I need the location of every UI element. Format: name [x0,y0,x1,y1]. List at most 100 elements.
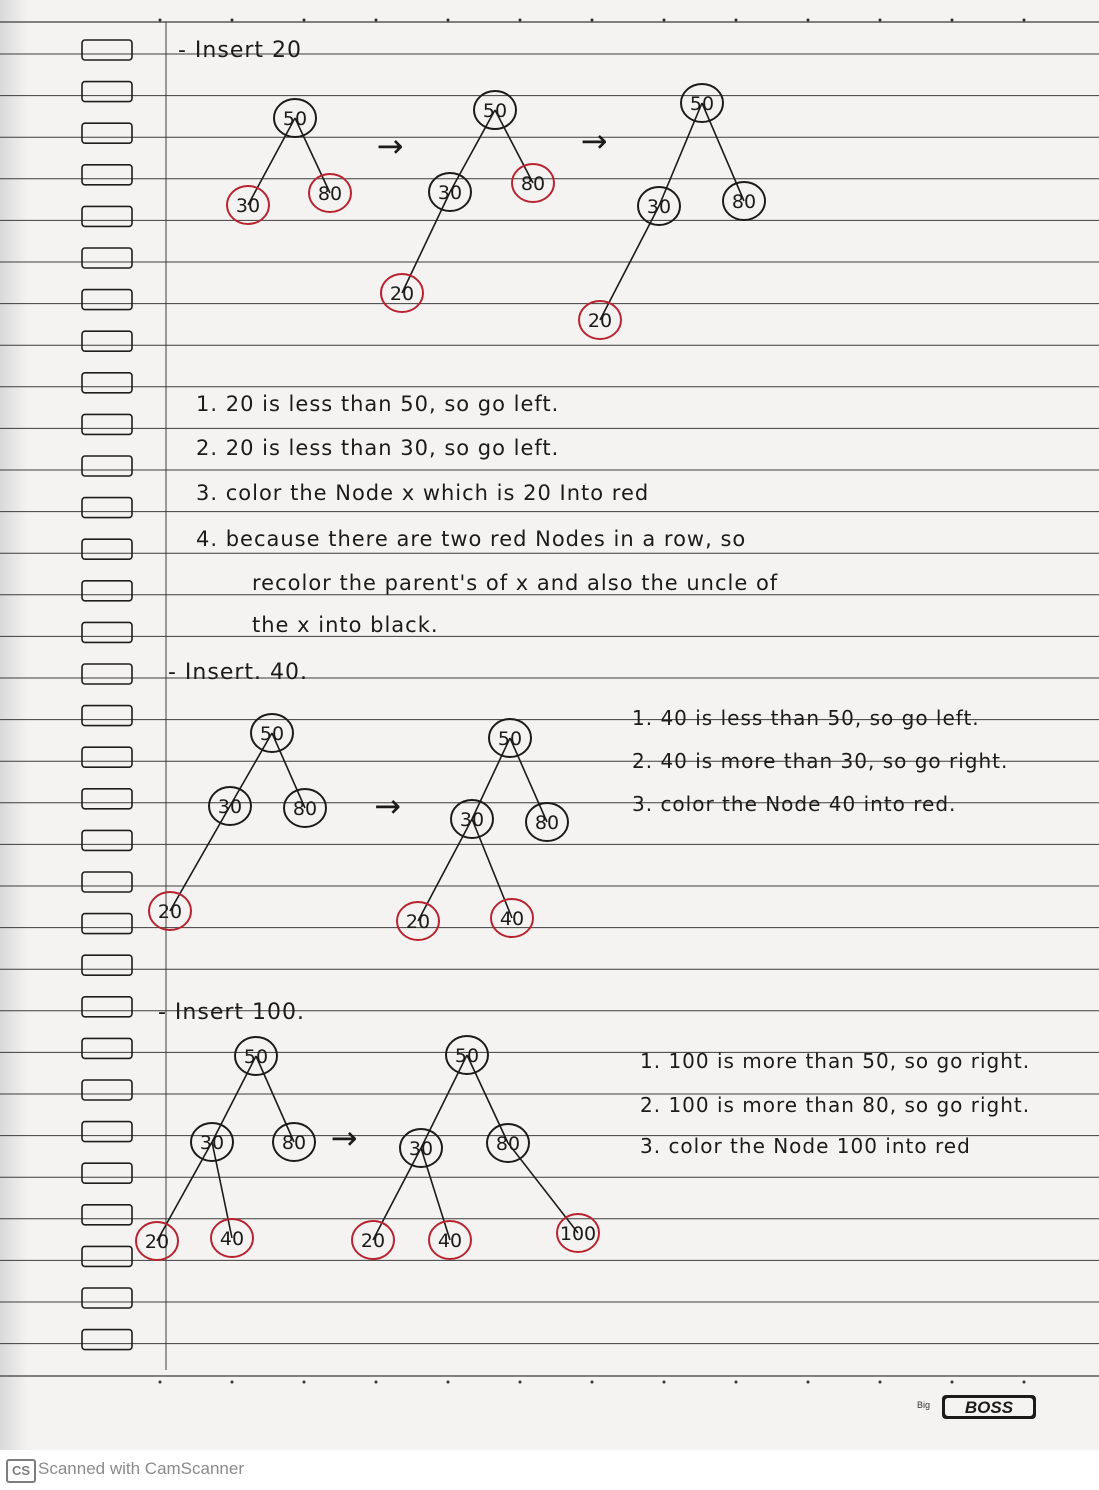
ruling-dot [950,18,954,22]
s3t2-node-50-circle [445,1035,489,1075]
tree-edge [701,102,745,202]
tree-edge [449,109,496,193]
ruling-dot [662,18,666,22]
ruling-dot [518,18,522,22]
margin-box [81,1079,133,1101]
s3t2-node-50-label: 50 [455,1045,479,1067]
s2t1-node-20-circle [148,891,192,931]
ruling-dot [1022,1380,1026,1384]
s3t2-node-40-label: 40 [438,1230,462,1252]
ruling-dot [374,1380,378,1384]
s3t2-node-20-circle [351,1220,395,1260]
margin-box [81,496,133,519]
insert-20-title: - Insert 20 [178,38,303,63]
logo-prefix: Big [917,1400,931,1410]
margin-box [81,746,133,769]
s2t2-node-30-circle [450,799,494,839]
s1t2-node-50-label: 50 [483,100,507,122]
s3t2-node-80-circle [486,1123,530,1163]
s1t2-node-80-circle [511,163,555,203]
s2t2-node-30-label: 30 [460,809,484,831]
margin-box [81,247,133,269]
ruling-dot [662,1380,666,1384]
s3t2-node-20-label: 20 [361,1230,385,1252]
s2t2-node-20-circle [396,901,440,941]
margin-box [81,663,133,685]
s1t2-node-30-label: 30 [438,182,462,204]
margin-box [81,995,133,1018]
s3t1-node-80-label: 80 [282,1132,306,1154]
tree-edge [471,737,511,820]
s3-arrow-1: → [331,1119,358,1157]
tree-edge [509,737,548,823]
tree-edge [401,191,451,294]
s1t1-node-80-circle [308,173,352,213]
s1t3-node-80-circle [722,181,766,221]
ruling-dot [1022,18,1026,22]
s2t2-node-50-circle [488,718,532,758]
ruling-dot [878,18,882,22]
tree-edge [599,205,660,321]
s2t2-node-40-label: 40 [500,908,524,930]
tree-edge [507,1142,579,1234]
ruling-dot [518,1380,522,1384]
s1t1-node-50-circle [273,98,317,138]
s2t2-node-40-circle [490,898,534,938]
margin-box [81,1120,133,1143]
s3t2-node-30-label: 30 [409,1138,433,1160]
s2t1-node-30-label: 30 [218,796,242,818]
s2t2-node-20-label: 20 [406,911,430,933]
insert-40-step-1: 1. 40 is less than 50, so go left. [632,706,980,730]
s1t2-node-20-label: 20 [390,283,414,305]
s2t1-node-80-label: 80 [293,798,317,820]
ruling-dot [302,18,306,22]
s1t3-node-50-label: 50 [690,93,714,115]
insert-20-step-4-cont-1: recolor the parent's of x and also the u… [252,571,779,595]
ruling-dot [446,18,450,22]
insert-40-title: - Insert. 40. [168,660,309,685]
s1t1-node-30-circle [226,185,270,225]
s1t3-node-30-label: 30 [647,196,671,218]
margin-box [81,205,133,228]
tree-edge [271,732,306,809]
scanner-credit: Scanned with CamScanner [38,1459,245,1478]
insert-40-step-2: 2. 40 is more than 30, so go right. [632,749,1009,773]
s3t1-node-50-circle [234,1036,278,1076]
tree-edge [169,805,231,912]
s1t2-node-80-label: 80 [521,173,545,195]
tree-edge [471,818,513,919]
margin-box [81,1328,133,1351]
s3t2-node-100-label: 100 [560,1223,596,1245]
s3t2-node-100-circle [556,1213,600,1253]
ruling-dot [878,1380,882,1384]
margin-box [81,80,133,103]
s1t3-node-80-label: 80 [732,191,756,213]
insert-20-step-3: 3. color the Node x which is 20 Into red [196,481,650,505]
s3t1-node-50-label: 50 [244,1046,268,1068]
s2t1-node-30-circle [208,786,252,826]
margin-box [81,579,133,602]
margin-box [81,1245,133,1268]
margin-box [81,829,133,852]
tree-edge [247,117,296,206]
tree-edge [494,109,534,184]
tree-edge [417,818,473,922]
notebook-page [0,0,1099,1450]
tree-edge [156,1141,213,1242]
page-shadow [0,0,28,1450]
insert-100-step-1: 1. 100 is more than 50, so go right. [640,1049,1031,1073]
ruling-dot [734,18,738,22]
logo-text: BOSS [965,1398,1014,1417]
s3t2-node-80-label: 80 [496,1133,520,1155]
margin-box [81,164,133,186]
s1-arrow-2: → [581,122,608,160]
margin-box [81,538,133,561]
s1t1-node-80-label: 80 [318,183,342,205]
margin-box [81,288,133,311]
insert-20-step-4-cont-2: the x into black. [252,613,439,637]
ruling-dot [806,18,810,22]
s3t1-node-30-label: 30 [200,1132,224,1154]
s1t3-node-20-label: 20 [588,310,612,332]
s3t1-node-80-circle [272,1122,316,1162]
margin-box [81,954,133,977]
